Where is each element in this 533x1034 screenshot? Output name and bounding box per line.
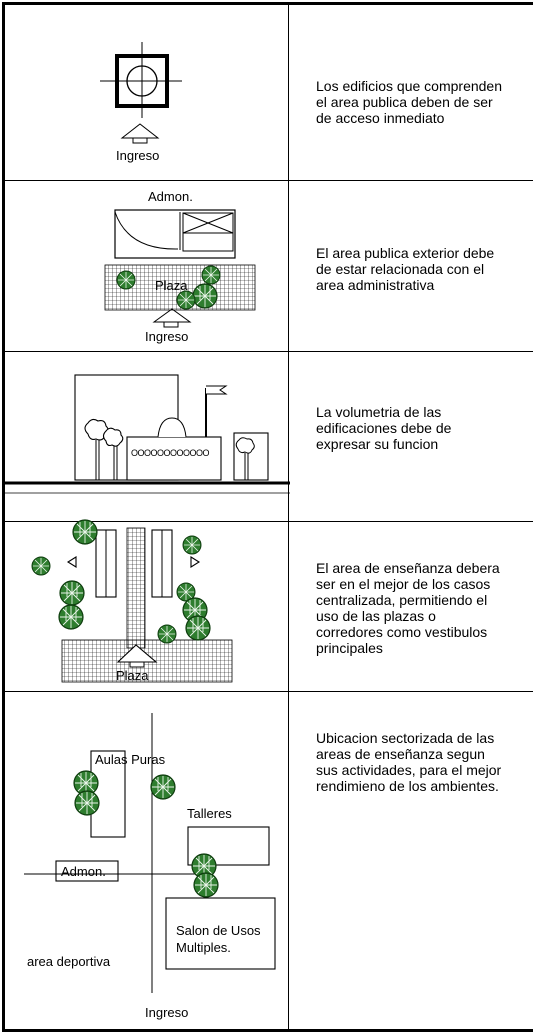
label-ingreso: Ingreso xyxy=(145,1005,188,1020)
arrow-right-icon xyxy=(190,556,201,568)
description-row-1: Los edificios que comprenden el area pub… xyxy=(316,78,503,126)
row3-diagram: OOOOOOOOOOOO xyxy=(5,374,290,494)
arrow-left-icon xyxy=(66,556,77,568)
row-divider-3 xyxy=(5,521,533,522)
description-row-3: La volumetria de las edificaciones debe … xyxy=(316,404,452,452)
building-elevation xyxy=(126,436,222,481)
flag-icon xyxy=(206,385,228,395)
admon-zone xyxy=(55,860,119,882)
label-salon-line1: Salon de Usos xyxy=(176,923,261,938)
row-divider-2 xyxy=(5,351,533,352)
row-divider-1 xyxy=(5,180,533,181)
row5-diagram: Aulas Puras Talleres Admon. Salon de Uso… xyxy=(24,713,276,1020)
label-plaza: Plaza xyxy=(155,278,188,293)
row-divider-4 xyxy=(5,691,533,692)
row2-diagram: Admon. Plaza Ingreso xyxy=(104,189,256,344)
corridor-hatch xyxy=(126,527,146,649)
label-admon: Admon. xyxy=(148,189,193,204)
label-aulas-puras: Aulas Puras xyxy=(95,752,166,767)
description-row-2: El area publica exterior debe de estar r… xyxy=(316,245,495,293)
label-ingreso: Ingreso xyxy=(116,148,159,163)
tree-icon xyxy=(84,418,109,441)
description-row-5: Ubicacion sectorizada de las areas de en… xyxy=(316,730,502,794)
column-divider xyxy=(288,5,289,1032)
label-talleres: Talleres xyxy=(187,806,232,821)
admin-building xyxy=(114,209,236,259)
row1-diagram: Ingreso xyxy=(100,42,182,163)
talleres-zone xyxy=(187,826,270,866)
entry-arrow-icon xyxy=(152,308,192,323)
label-ingreso: Ingreso xyxy=(145,329,188,344)
label-windows: OOOOOOOOOOOO xyxy=(131,448,210,458)
row4-diagram: Plaza xyxy=(31,519,233,683)
entry-arrow-icon xyxy=(120,123,160,139)
label-admon: Admon. xyxy=(61,864,106,879)
salon-usos-multiples-zone xyxy=(165,897,276,970)
label-salon-line2: Multiples. xyxy=(176,940,231,955)
label-area-deportiva: area deportiva xyxy=(27,954,111,969)
description-row-4: El area de enseñanza debera ser en el me… xyxy=(316,560,500,656)
tree-icon xyxy=(102,427,124,447)
tree-icon xyxy=(235,437,255,454)
label-plaza: Plaza xyxy=(116,668,149,683)
